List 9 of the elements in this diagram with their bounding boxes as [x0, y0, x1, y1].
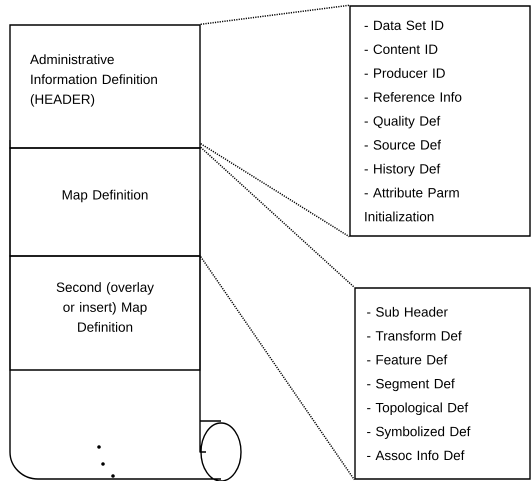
dotted-line: [200, 4, 350, 26]
dotted-line: [200, 256, 355, 480]
item-list-box: - Sub Header - Transform Def - Feature Def - Segment Def - Topological Def - Symbolized Def - Assoc Info Def: [354, 287, 531, 480]
dotted-line: [200, 146, 355, 288]
header-section: Administrative Information Definition (HEADER): [9, 24, 201, 149]
item-list-box: - Data Set ID - Content ID - Producer ID - Reference Info - Quality Def - Source Def - History Def - Attribute Parm Initialization: [349, 5, 531, 237]
map-section: Second (overlay or insert) Map Definition: [9, 255, 201, 371]
map-section: Map Definition: [9, 147, 201, 257]
dotted-line: [200, 143, 350, 238]
